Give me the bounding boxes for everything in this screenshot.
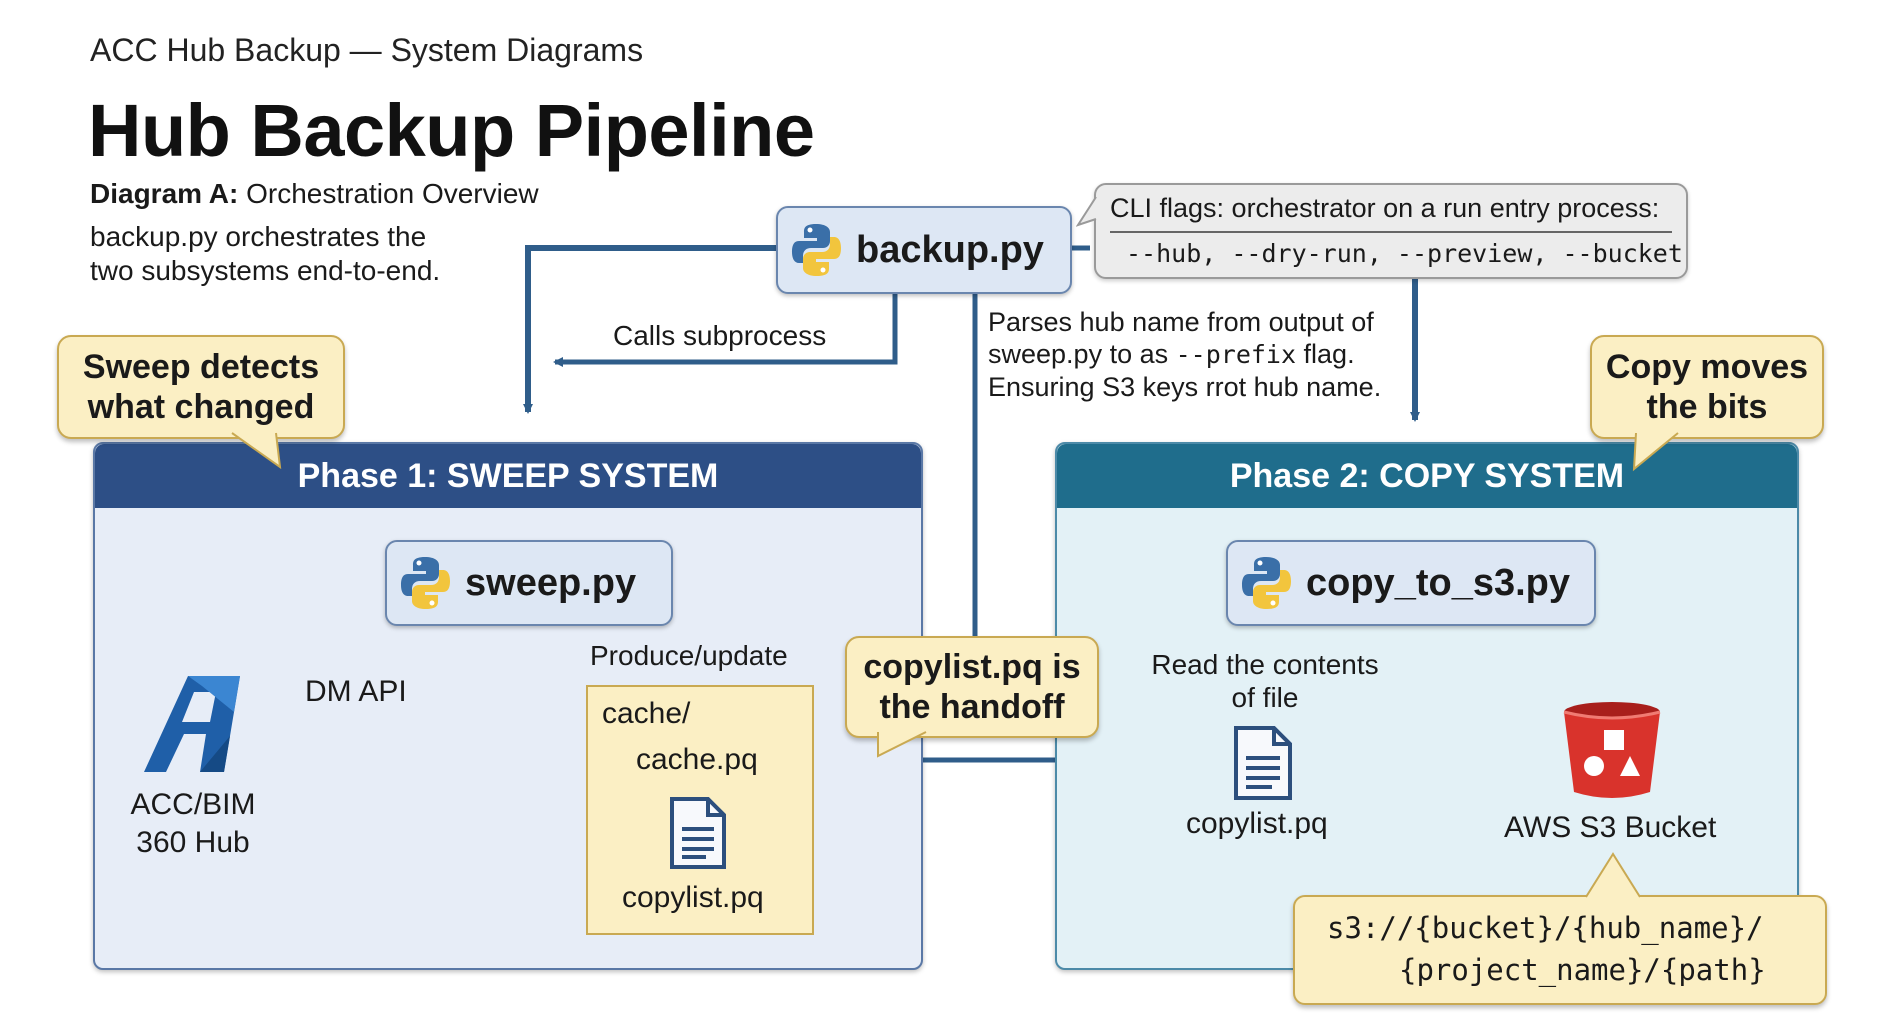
diagram-label-bold: Diagram A: (90, 178, 239, 209)
cache-folder-box (586, 685, 814, 935)
read-line-1: Read the contents (1151, 649, 1379, 680)
s3-path-line-1: s3://{bucket}/{hub_name}/ (1327, 911, 1764, 945)
acc-hub-line-2: 360 Hub (136, 826, 250, 859)
handoff-line-2: the handoff (879, 688, 1065, 726)
prefix-flag: --prefix (1175, 340, 1297, 369)
diagram-label-rest: Orchestration Overview (238, 178, 539, 209)
diagram-subtitle: ACC Hub Backup — System Diagrams (90, 32, 644, 68)
description-line-1: backup.py orchestrates the (90, 221, 427, 252)
s3-path-pointer (1585, 852, 1641, 898)
s3-path-box: s3://{bucket}/{hub_name}/ {project_name}… (1293, 895, 1827, 1005)
cli-flags-label: CLI flags: orchestrator on a run entry p… (1110, 193, 1660, 223)
phase2-header: Phase 2: COPY SYSTEM (1057, 444, 1797, 508)
python-icon (1242, 557, 1291, 609)
description-line-2: two subsystems end-to-end. (90, 255, 441, 286)
copy-to-s3-py-label: copy_to_s3.py (1306, 561, 1570, 604)
sweep-py-node: sweep.py (385, 540, 673, 626)
cli-pointer (1076, 196, 1097, 227)
python-icon (401, 557, 450, 609)
cache-dir-label: cache/ (602, 697, 691, 730)
parses-line-2-post: flag. (1296, 339, 1355, 369)
copy-callout-line-1: Copy moves (1605, 348, 1809, 386)
parses-hub-note: Parses hub name from output of sweep.py … (988, 306, 1381, 403)
python-icon (792, 224, 841, 276)
backup-py-node: backup.py (776, 206, 1072, 294)
page-title: Hub Backup Pipeline (88, 89, 815, 172)
sweep-callout-line-1: Sweep detects (82, 348, 320, 386)
copy-to-s3-py-node: copy_to_s3.py (1226, 540, 1596, 626)
cache-pq-label: cache.pq (636, 743, 758, 776)
handoff-callout-tail (877, 731, 927, 758)
document-icon (1234, 726, 1292, 800)
cli-flags-box: CLI flags: orchestrator on a run entry p… (1094, 183, 1688, 279)
sweep-callout-line-2: what changed (87, 388, 315, 426)
s3-bucket-icon (1563, 702, 1661, 798)
parses-line-2-pre: sweep.py to as (988, 339, 1176, 369)
arrow-backup-to-sweep (523, 245, 778, 414)
produce-update-label: Produce/update (590, 640, 788, 671)
copylist-pq-phase1-label: copylist.pq (622, 881, 764, 914)
cli-divider (1110, 231, 1672, 233)
arrow-calls-subprocess (553, 292, 898, 367)
handoff-line-1: copylist.pq is (863, 648, 1081, 686)
read-line-2: of file (1231, 682, 1299, 713)
copy-callout-tail (1632, 432, 1679, 472)
backup-py-label: backup.py (856, 228, 1044, 271)
parses-line-1: Parses hub name from output of (988, 307, 1374, 337)
s3-bucket-label: AWS S3 Bucket (1504, 811, 1717, 844)
parses-line-2: sweep.py to as --prefix flag. (988, 338, 1381, 371)
dm-api-label: DM API (305, 675, 407, 708)
diagram-label: Diagram A: Orchestration Overview (90, 178, 539, 210)
document-icon (670, 797, 726, 869)
diagram-description: backup.py orchestrates the two subsystem… (90, 220, 510, 288)
s3-path-line-2: {project_name}/{path} (1399, 953, 1766, 987)
acc-hub-line-1: ACC/BIM (130, 788, 256, 821)
autodesk-acc-icon (144, 676, 240, 772)
sweep-callout-tail (231, 432, 282, 470)
copy-callout-line-2: the bits (1646, 388, 1768, 426)
copylist-pq-phase2-label: copylist.pq (1186, 807, 1328, 840)
sweep-py-label: sweep.py (465, 561, 637, 604)
acc-hub-label: ACC/BIM 360 Hub (118, 786, 268, 862)
parses-line-3: Ensuring S3 keys rrot hub name. (988, 372, 1382, 402)
calls-subprocess-label: Calls subprocess (613, 320, 827, 351)
phase1-header: Phase 1: SWEEP SYSTEM (95, 444, 921, 508)
read-contents-label: Read the contents of file (1140, 648, 1390, 714)
phase2-panel: Phase 2: COPY SYSTEM (1055, 442, 1799, 970)
cli-flags-values: --hub, --dry-run, --preview, --bucket (1126, 239, 1683, 268)
